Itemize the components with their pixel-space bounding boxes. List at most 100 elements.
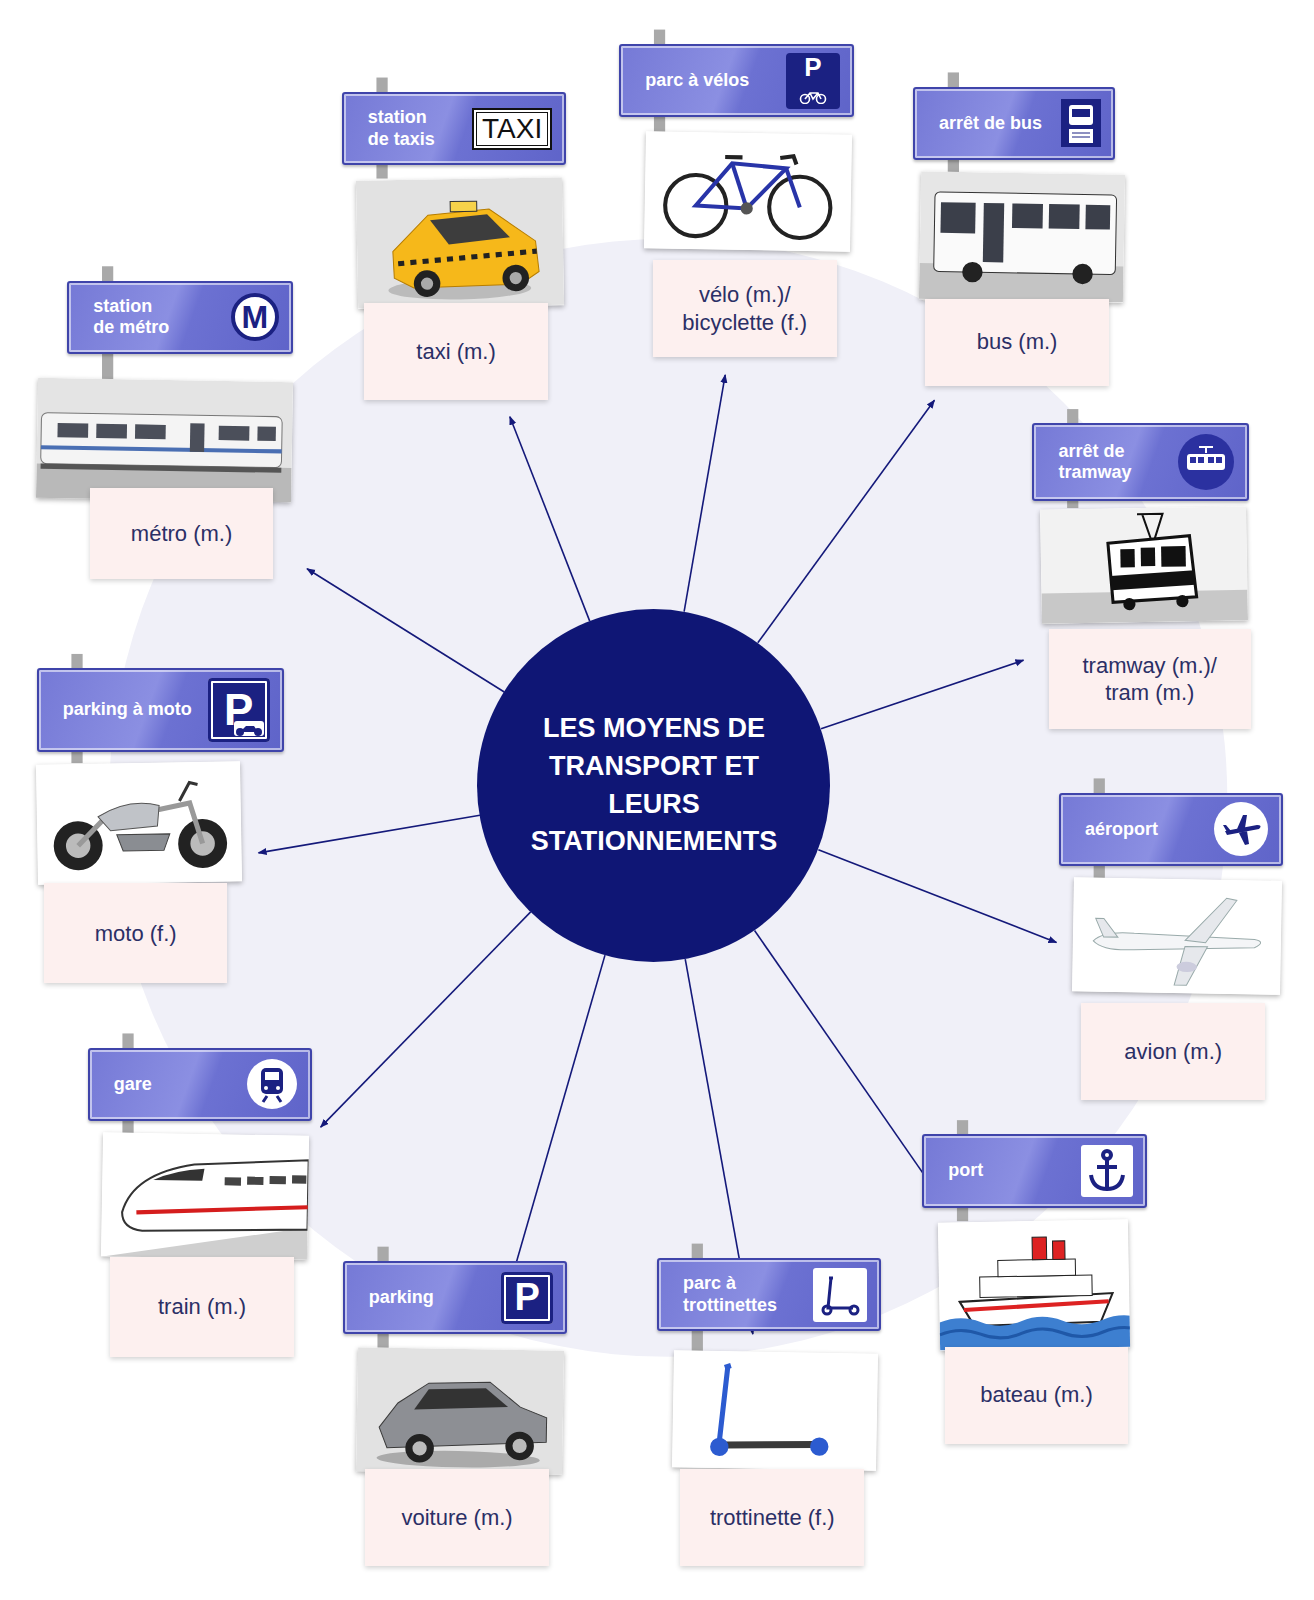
vehicle-name: moto (f.) bbox=[95, 920, 177, 948]
arrow-connector bbox=[258, 815, 479, 853]
sign-icon: M bbox=[231, 293, 279, 341]
vehicle-label: taxi (m.) bbox=[364, 303, 548, 400]
metro-illustration bbox=[36, 377, 293, 502]
avion-illustration bbox=[1072, 878, 1282, 996]
sign-icon bbox=[813, 1268, 867, 1322]
arrow-connector bbox=[818, 850, 1056, 943]
arrow-connector bbox=[496, 955, 605, 1331]
voiture-illustration bbox=[356, 1347, 564, 1475]
bus-illustration bbox=[919, 172, 1125, 303]
transport-card: moto (f.) bbox=[37, 763, 241, 983]
transport-card: bateau (m.) bbox=[939, 1221, 1129, 1443]
transport-card: train (m.) bbox=[102, 1134, 308, 1356]
vehicle-name: vélo (m.)/ bicyclette (f.) bbox=[663, 281, 827, 336]
gare-symbol bbox=[246, 1058, 298, 1110]
icon-letter: P bbox=[515, 1276, 540, 1319]
station-sign: station de métro M bbox=[67, 281, 292, 354]
station-sign: arrêt de bus bbox=[913, 87, 1115, 160]
transport-card: tramway (m.)/ tram (m.) bbox=[1041, 508, 1251, 729]
sign-icon: TAXI bbox=[472, 108, 552, 150]
sign-text: parking à moto bbox=[39, 699, 192, 721]
vehicle-name: trottinette (f.) bbox=[710, 1504, 835, 1532]
station-sign: parc à trottinettes bbox=[657, 1258, 881, 1331]
central-title: LES MOYENS DE TRANSPORT ET LEURS STATION… bbox=[519, 710, 789, 861]
taxi-symbol: TAXI bbox=[472, 108, 552, 150]
arrow-connector bbox=[510, 417, 590, 621]
sign-text: station de taxis bbox=[344, 107, 448, 150]
transport-card: vélo (m.)/ bicyclette (f.) bbox=[645, 133, 851, 357]
bus-symbol bbox=[1061, 99, 1101, 147]
sign-text: parc à vélos bbox=[621, 70, 749, 92]
vehicle-label: trottinette (f.) bbox=[680, 1469, 864, 1566]
sign-icon bbox=[246, 1058, 298, 1110]
port-symbol bbox=[1081, 1145, 1133, 1197]
arrow-connector bbox=[684, 375, 725, 612]
tram-symbol bbox=[1177, 433, 1235, 491]
vehicle-label: moto (f.) bbox=[44, 883, 228, 983]
sign-text: aéroport bbox=[1061, 819, 1158, 841]
transport-card: voiture (m.) bbox=[357, 1349, 563, 1566]
vehicle-label: vélo (m.)/ bicyclette (f.) bbox=[653, 260, 837, 357]
transport-card: taxi (m.) bbox=[357, 179, 563, 400]
sign-text: gare bbox=[90, 1074, 152, 1096]
sign-text: station de métro bbox=[69, 296, 173, 339]
station-sign: aéroport bbox=[1059, 793, 1283, 866]
sign-text: parking bbox=[345, 1287, 434, 1309]
transport-card: bus (m.) bbox=[920, 173, 1124, 385]
vehicle-name: bateau (m.) bbox=[980, 1381, 1093, 1409]
metro-symbol: M bbox=[231, 293, 279, 341]
sign-icon bbox=[1213, 801, 1269, 857]
icon-letter: M bbox=[241, 299, 268, 336]
sign-icon bbox=[1061, 99, 1101, 147]
bike-glyph bbox=[799, 81, 827, 109]
vehicle-label: voiture (m.) bbox=[365, 1469, 549, 1566]
bateau-illustration bbox=[937, 1220, 1129, 1351]
arrow-connector bbox=[821, 660, 1023, 729]
vehicle-name: métro (m.) bbox=[131, 520, 232, 548]
plane-symbol bbox=[1213, 801, 1269, 857]
vehicle-label: bateau (m.) bbox=[945, 1347, 1129, 1444]
central-circle: LES MOYENS DE TRANSPORT ET LEURS STATION… bbox=[477, 609, 830, 962]
transport-card: avion (m.) bbox=[1073, 879, 1281, 1099]
station-sign: station de taxis TAXI bbox=[342, 92, 566, 165]
station-sign: gare bbox=[88, 1048, 312, 1121]
sign-text: arrêt de bus bbox=[915, 113, 1042, 135]
arrow-connector bbox=[321, 912, 531, 1127]
sign-icon: P bbox=[501, 1272, 553, 1324]
sign-text: parc à trottinettes bbox=[659, 1273, 793, 1316]
trott-symbol bbox=[813, 1268, 867, 1322]
vehicle-label: train (m.) bbox=[110, 1257, 294, 1357]
vehicle-label: tramway (m.)/ tram (m.) bbox=[1049, 629, 1251, 729]
transport-card: métro (m.) bbox=[37, 380, 292, 580]
vehicle-name: bus (m.) bbox=[977, 328, 1058, 356]
sign-icon bbox=[1081, 1145, 1133, 1197]
station-sign: parking à moto P bbox=[37, 668, 284, 752]
moto-parking-symbol: P bbox=[208, 678, 270, 742]
vehicle-label: avion (m.) bbox=[1081, 1003, 1265, 1100]
station-sign: port bbox=[922, 1134, 1146, 1207]
transport-card: trottinette (f.) bbox=[673, 1352, 877, 1566]
parking-symbol: P bbox=[501, 1272, 553, 1324]
moto-illustration bbox=[36, 761, 242, 885]
icon-letter: P bbox=[224, 685, 253, 735]
station-sign: arrêt de tramway bbox=[1032, 423, 1248, 501]
sign-text: port bbox=[924, 1160, 983, 1182]
icon-letter: P bbox=[804, 53, 821, 81]
vehicle-name: avion (m.) bbox=[1124, 1038, 1222, 1066]
sign-icon: P bbox=[208, 678, 270, 742]
sign-icon: P bbox=[786, 53, 840, 109]
vehicle-name: voiture (m.) bbox=[401, 1504, 512, 1532]
trott-illustration bbox=[672, 1350, 878, 1471]
arrow-connector bbox=[307, 569, 504, 692]
arrow-connector bbox=[758, 400, 935, 643]
train-illustration bbox=[101, 1133, 309, 1261]
velo-illustration bbox=[644, 131, 852, 252]
sign-icon bbox=[1177, 433, 1235, 491]
tram-illustration bbox=[1040, 506, 1248, 624]
bike-parking-symbol: P bbox=[786, 53, 840, 109]
taxi-illustration bbox=[356, 177, 564, 308]
vehicle-name: tramway (m.)/ tram (m.) bbox=[1059, 652, 1241, 707]
vehicle-label: métro (m.) bbox=[90, 488, 274, 580]
station-sign: parking P bbox=[343, 1261, 567, 1334]
